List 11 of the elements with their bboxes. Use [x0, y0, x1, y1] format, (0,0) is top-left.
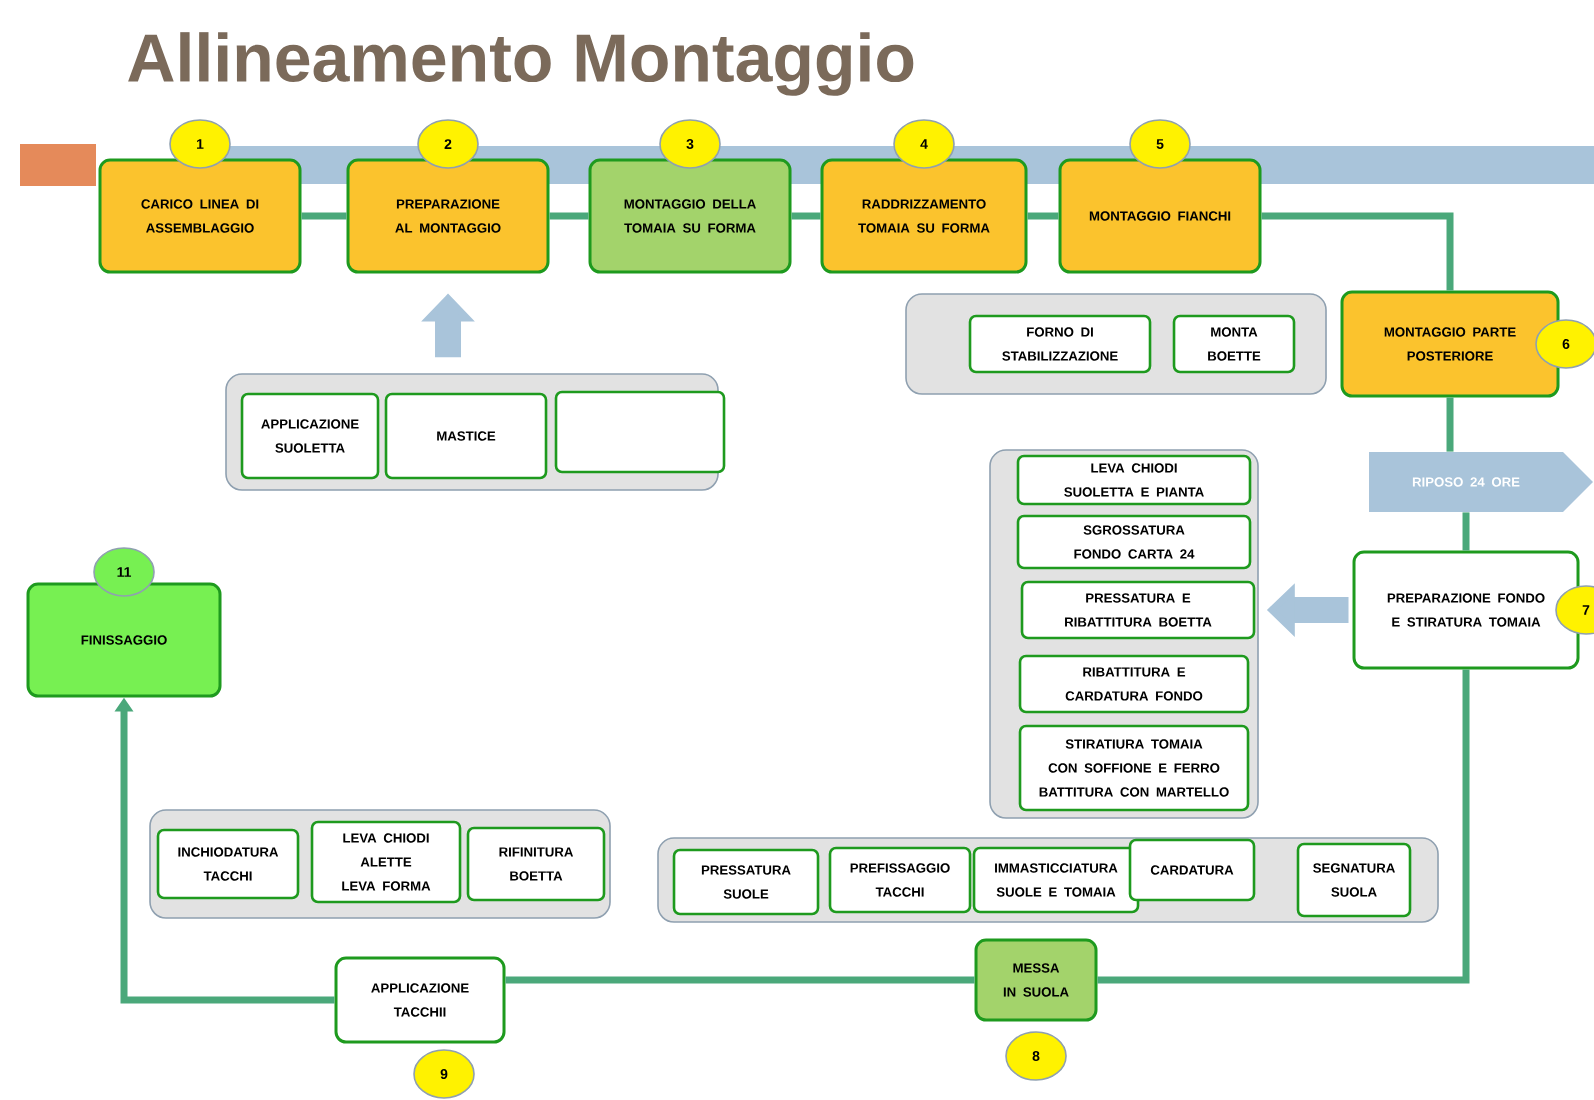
- step-box: [554, 390, 726, 474]
- connector-line: [1462, 512, 1470, 551]
- title: Allineamento Montaggio: [128, 32, 914, 96]
- connector-line: [1261, 212, 1454, 291]
- connector-line: [301, 212, 347, 220]
- connector-line: [549, 212, 589, 220]
- connector-line: [1097, 669, 1470, 984]
- connector-line: [1027, 212, 1059, 220]
- connector-line: [791, 212, 821, 220]
- connector-line: [505, 976, 975, 984]
- connector-line: [1446, 397, 1454, 452]
